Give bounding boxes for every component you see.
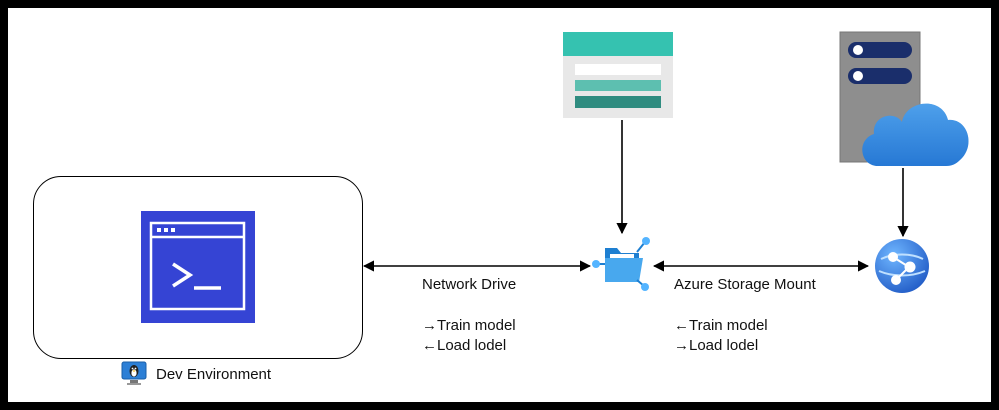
cloud-server-icon — [838, 30, 973, 173]
terminal-icon — [141, 211, 255, 328]
shared-folder-icon — [591, 234, 651, 299]
linux-vm-icon — [121, 361, 147, 392]
connector-layer — [362, 120, 909, 272]
azure-storage-load-label: →Load lodel — [674, 337, 759, 354]
diagram-canvas: Dev Environment — [8, 8, 991, 402]
web-app-icon — [873, 237, 931, 300]
azure-storage-train-label: ←Train model — [674, 317, 768, 334]
network-drive-label: Network Drive — [422, 276, 517, 293]
storage-table-icon — [563, 32, 673, 123]
network-drive-load-label: ←Load lodel — [422, 337, 507, 354]
dev-environment-box — [33, 176, 363, 359]
network-drive-train-label: →Train model — [422, 317, 516, 334]
azure-storage-mount-label: Azure Storage Mount — [674, 276, 816, 293]
dev-environment-label: Dev Environment — [156, 366, 272, 383]
